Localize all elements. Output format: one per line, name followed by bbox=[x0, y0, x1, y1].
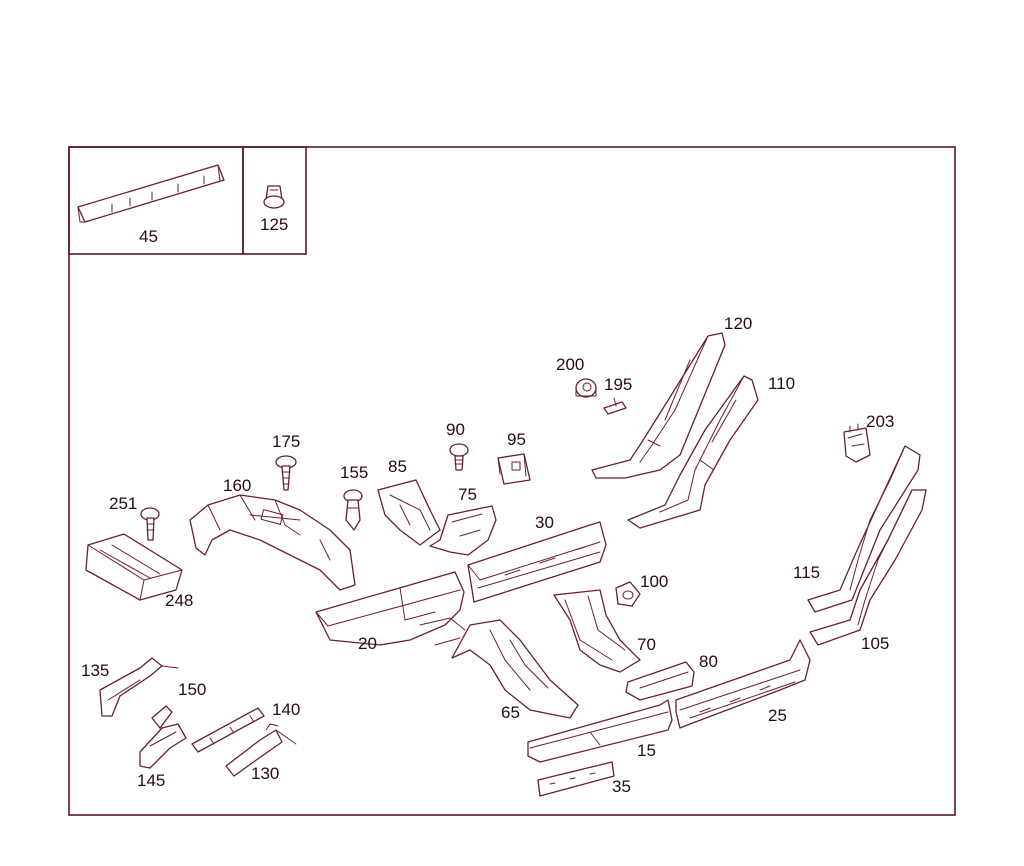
part-125-clip-nut bbox=[263, 185, 285, 209]
part-90-screw bbox=[449, 443, 469, 471]
part-155-pin-clip bbox=[343, 489, 363, 531]
label-15: 15 bbox=[637, 741, 656, 760]
part-70-bracket bbox=[553, 589, 641, 673]
part-15-sill-rail bbox=[527, 699, 673, 763]
inset-box-125 bbox=[242, 146, 307, 255]
part-20-floor-rail bbox=[315, 571, 466, 646]
label-70: 70 bbox=[637, 635, 656, 654]
part-248-box bbox=[85, 533, 183, 601]
label-145: 145 bbox=[137, 771, 165, 790]
label-150: 150 bbox=[178, 680, 206, 699]
part-105-rail bbox=[809, 489, 927, 646]
part-65-bracket bbox=[451, 619, 579, 719]
part-25-sill-rail bbox=[675, 639, 811, 729]
label-130: 130 bbox=[251, 764, 279, 783]
part-30-rail bbox=[467, 521, 607, 603]
label-25: 25 bbox=[768, 706, 787, 725]
part-95-bracket bbox=[497, 453, 531, 485]
diagram-border bbox=[68, 146, 956, 816]
label-160: 160 bbox=[223, 476, 251, 495]
label-200: 200 bbox=[556, 355, 584, 374]
part-45-trim-strip bbox=[77, 164, 225, 223]
label-100: 100 bbox=[640, 572, 668, 591]
part-110-pillar bbox=[627, 375, 759, 529]
label-175: 175 bbox=[272, 432, 300, 451]
part-160-bracket bbox=[189, 494, 356, 591]
part-labels: 45 125 120 200 195 110 90 95 203 175 155… bbox=[81, 215, 894, 796]
label-95: 95 bbox=[507, 430, 526, 449]
label-140: 140 bbox=[272, 700, 300, 719]
label-125: 125 bbox=[260, 215, 288, 234]
label-45: 45 bbox=[139, 227, 158, 246]
label-90: 90 bbox=[446, 420, 465, 439]
part-135-bracket bbox=[99, 657, 179, 717]
part-75-bracket bbox=[429, 505, 497, 556]
part-115-rail bbox=[807, 445, 921, 613]
label-65: 65 bbox=[501, 703, 520, 722]
part-140-strip bbox=[191, 707, 265, 753]
label-30: 30 bbox=[535, 513, 554, 532]
label-85: 85 bbox=[388, 457, 407, 476]
part-195-clip bbox=[603, 397, 627, 415]
label-75: 75 bbox=[458, 485, 477, 504]
label-35: 35 bbox=[612, 777, 631, 796]
label-120: 120 bbox=[724, 314, 752, 333]
part-100-nut bbox=[615, 581, 641, 607]
label-115: 115 bbox=[793, 563, 820, 582]
part-203-connector bbox=[843, 423, 871, 463]
label-20: 20 bbox=[358, 634, 377, 653]
part-85-bracket bbox=[377, 479, 441, 546]
part-150-clip bbox=[151, 705, 173, 729]
part-251-screw bbox=[140, 507, 160, 541]
part-200-grommet bbox=[575, 378, 597, 398]
part-35-plate bbox=[537, 761, 615, 797]
label-251: 251 bbox=[109, 494, 137, 513]
label-248: 248 bbox=[165, 591, 193, 610]
part-80-strip bbox=[625, 661, 695, 701]
part-145-bracket bbox=[139, 723, 187, 769]
part-120-pillar bbox=[591, 332, 726, 479]
part-130-bracket bbox=[225, 723, 297, 777]
label-155: 155 bbox=[340, 463, 368, 482]
label-105: 105 bbox=[861, 634, 889, 653]
label-203: 203 bbox=[866, 412, 894, 431]
label-135: 135 bbox=[81, 661, 109, 680]
label-110: 110 bbox=[768, 374, 795, 393]
label-80: 80 bbox=[699, 652, 718, 671]
part-175-bolt bbox=[275, 455, 297, 491]
label-195: 195 bbox=[604, 375, 632, 394]
